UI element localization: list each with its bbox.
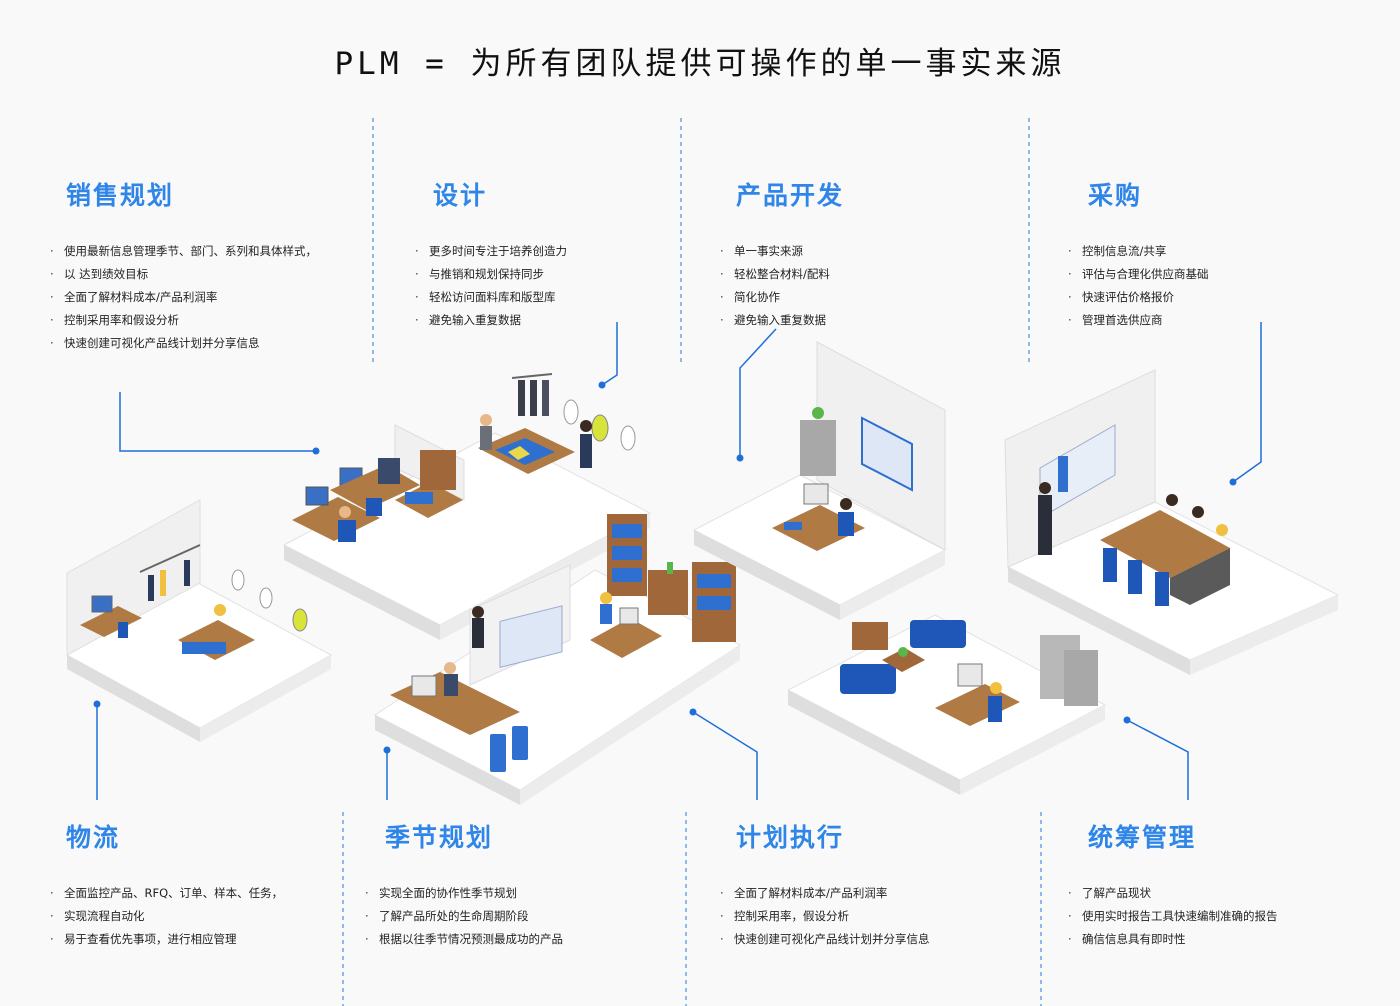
list-item: 以 达到绩效目标 [50,263,350,286]
page-title: PLM = 为所有团队提供可操作的单一事实来源 [334,46,1066,82]
list-item: 评估与合理化供应商基础 [1068,263,1328,286]
list-item: 全面了解材料成本/产品利润率 [720,882,1020,905]
list-item: 控制采用率和假设分析 [50,309,350,332]
plan-execution-room [786,614,1107,795]
list-item: 确信信息具有即时性 [1068,928,1368,951]
list-item: 快速评估价格报价 [1068,286,1328,309]
logistics-room [65,499,333,742]
list-item: 单一事实来源 [720,240,960,263]
list-item: 快速创建可视化产品线计划并分享信息 [50,332,350,355]
list-item: 易于查看优先事项，进行相应管理 [50,928,350,951]
list-item: 简化协作 [720,286,960,309]
section-design: 设计 更多时间专注于培养创造力 与推销和规划保持同步 轻松访问面料库和版型库 避… [415,176,655,332]
list-item: 实现流程自动化 [50,905,350,928]
section-title: 产品开发 [736,181,845,210]
list-item: 避免输入重复数据 [415,309,655,332]
section-season-planning: 季节规划 实现全面的协作性季节规划 了解产品所处的生命周期阶段 根据以往季节情况… [365,818,665,951]
connector-lines [96,322,1262,800]
section-title: 采购 [1088,181,1143,210]
dashed-separators [342,118,1042,1006]
connector-dots [93,381,1237,754]
section-procurement: 采购 控制信息流/共享 评估与合理化供应商基础 快速评估价格报价 管理首选供应商 [1068,176,1328,332]
season-planning-room [374,514,741,805]
list-item: 避免输入重复数据 [720,309,960,332]
section-title: 销售规划 [66,181,175,210]
list-item: 全面了解材料成本/产品利润率 [50,286,350,309]
section-title: 设计 [433,181,488,210]
list-item: 与推销和规划保持同步 [415,263,655,286]
section-title: 季节规划 [385,823,494,852]
list-item: 更多时间专注于培养创造力 [415,240,655,263]
list-item: 了解产品所处的生命周期阶段 [365,905,665,928]
section-plan-execution: 计划执行 全面了解材料成本/产品利润率 控制采用率，假设分析 快速创建可视化产品… [720,818,1020,951]
section-overall-management: 统筹管理 了解产品现状 使用实时报告工具快速编制准确的报告 确信信息具有即时性 [1068,818,1368,951]
list-item: 全面监控产品、RFQ、订单、样本、任务， [50,882,350,905]
list-item: 快速创建可视化产品线计划并分享信息 [720,928,1020,951]
list-item: 控制信息流/共享 [1068,240,1328,263]
section-title: 统筹管理 [1088,823,1197,852]
list-item: 轻松访问面料库和版型库 [415,286,655,309]
section-title: 物流 [66,823,121,852]
list-item: 了解产品现状 [1068,882,1368,905]
list-item: 根据以往季节情况预测最成功的产品 [365,928,665,951]
section-product-development: 产品开发 单一事实来源 轻松整合材料/配料 简化协作 避免输入重复数据 [720,176,960,332]
list-item: 实现全面的协作性季节规划 [365,882,665,905]
section-logistics: 物流 全面监控产品、RFQ、订单、样本、任务， 实现流程自动化 易于查看优先事项… [50,818,350,951]
list-item: 轻松整合材料/配料 [720,263,960,286]
list-item: 控制采用率，假设分析 [720,905,1020,928]
list-item: 使用实时报告工具快速编制准确的报告 [1068,905,1368,928]
procurement-room [1004,369,1340,675]
list-item: 使用最新信息管理季节、部门、系列和具体样式， [50,240,350,263]
list-item: 管理首选供应商 [1068,309,1328,332]
product-dev-room [692,341,947,620]
section-sales-planning: 销售规划 使用最新信息管理季节、部门、系列和具体样式， 以 达到绩效目标 全面了… [50,176,350,355]
section-title: 计划执行 [736,823,845,852]
